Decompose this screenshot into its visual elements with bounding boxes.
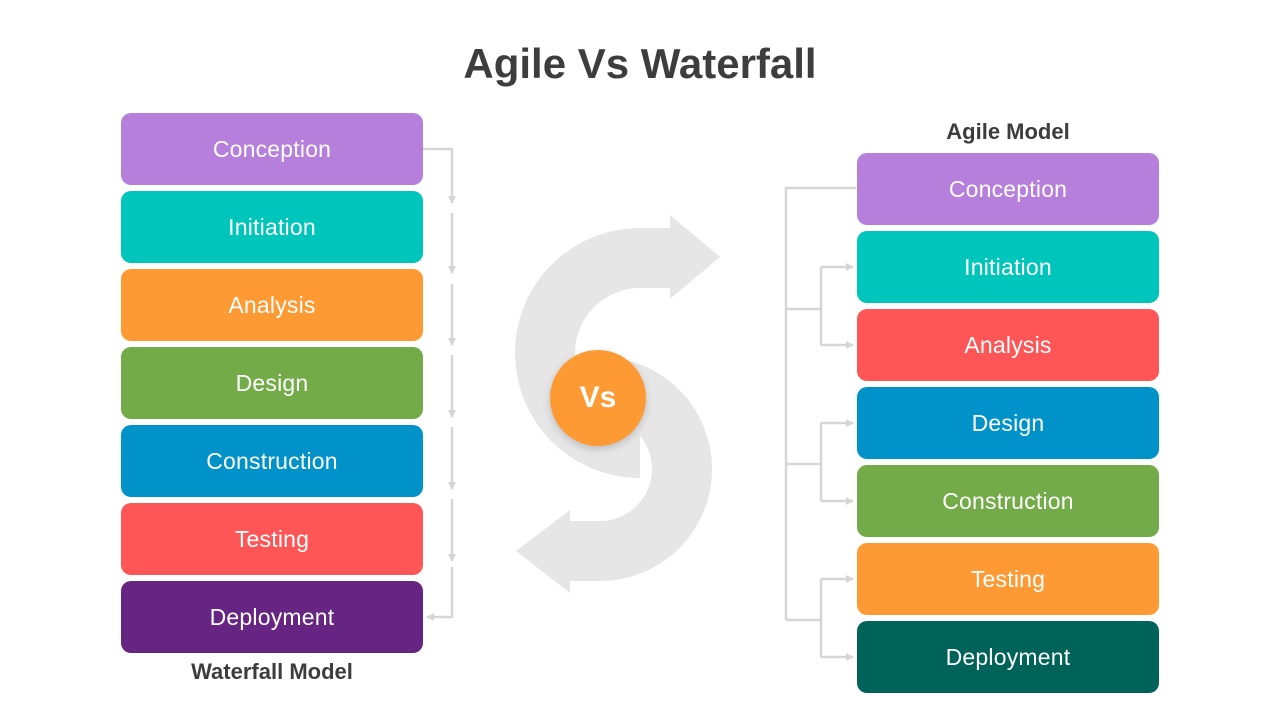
stage-label: Design — [235, 369, 309, 396]
agile-stage-construction: Construction — [857, 465, 1159, 537]
stage-label: Analysis — [228, 291, 316, 318]
waterfall-stage-construction: Construction — [121, 425, 423, 497]
agile-stage-design: Design — [857, 387, 1159, 459]
stage-label: Testing — [234, 525, 310, 552]
agile-stage-deployment: Deployment — [857, 621, 1159, 693]
stage-label: Testing — [970, 565, 1046, 592]
page-title: Agile Vs Waterfall — [463, 40, 817, 87]
stage-label: Initiation — [964, 253, 1052, 280]
stage-label: Deployment — [945, 643, 1071, 670]
stage-label: Analysis — [964, 331, 1052, 358]
waterfall-stage-initiation: Initiation — [121, 191, 423, 263]
agile-stage-initiation: Initiation — [857, 231, 1159, 303]
stage-label: Design — [971, 409, 1045, 436]
stage-label: Deployment — [209, 603, 335, 630]
agile-stage-testing: Testing — [857, 543, 1159, 615]
stage-label: Conception — [212, 135, 332, 162]
waterfall-stage-testing: Testing — [121, 503, 423, 575]
agile-stage-conception: Conception — [857, 153, 1159, 225]
waterfall-stage-design: Design — [121, 347, 423, 419]
waterfall-stage-conception: Conception — [121, 113, 423, 185]
waterfall-model-label: Waterfall Model — [191, 659, 353, 684]
waterfall-stage-deployment: Deployment — [121, 581, 423, 653]
agile-stage-analysis: Analysis — [857, 309, 1159, 381]
stage-label: Initiation — [228, 213, 316, 240]
stage-label: Construction — [942, 487, 1074, 514]
agile-model-label: Agile Model — [946, 119, 1070, 144]
waterfall-stage-analysis: Analysis — [121, 269, 423, 341]
stage-label: Construction — [206, 447, 338, 474]
stage-label: Conception — [948, 175, 1068, 202]
vs-badge: Vs — [550, 350, 646, 446]
